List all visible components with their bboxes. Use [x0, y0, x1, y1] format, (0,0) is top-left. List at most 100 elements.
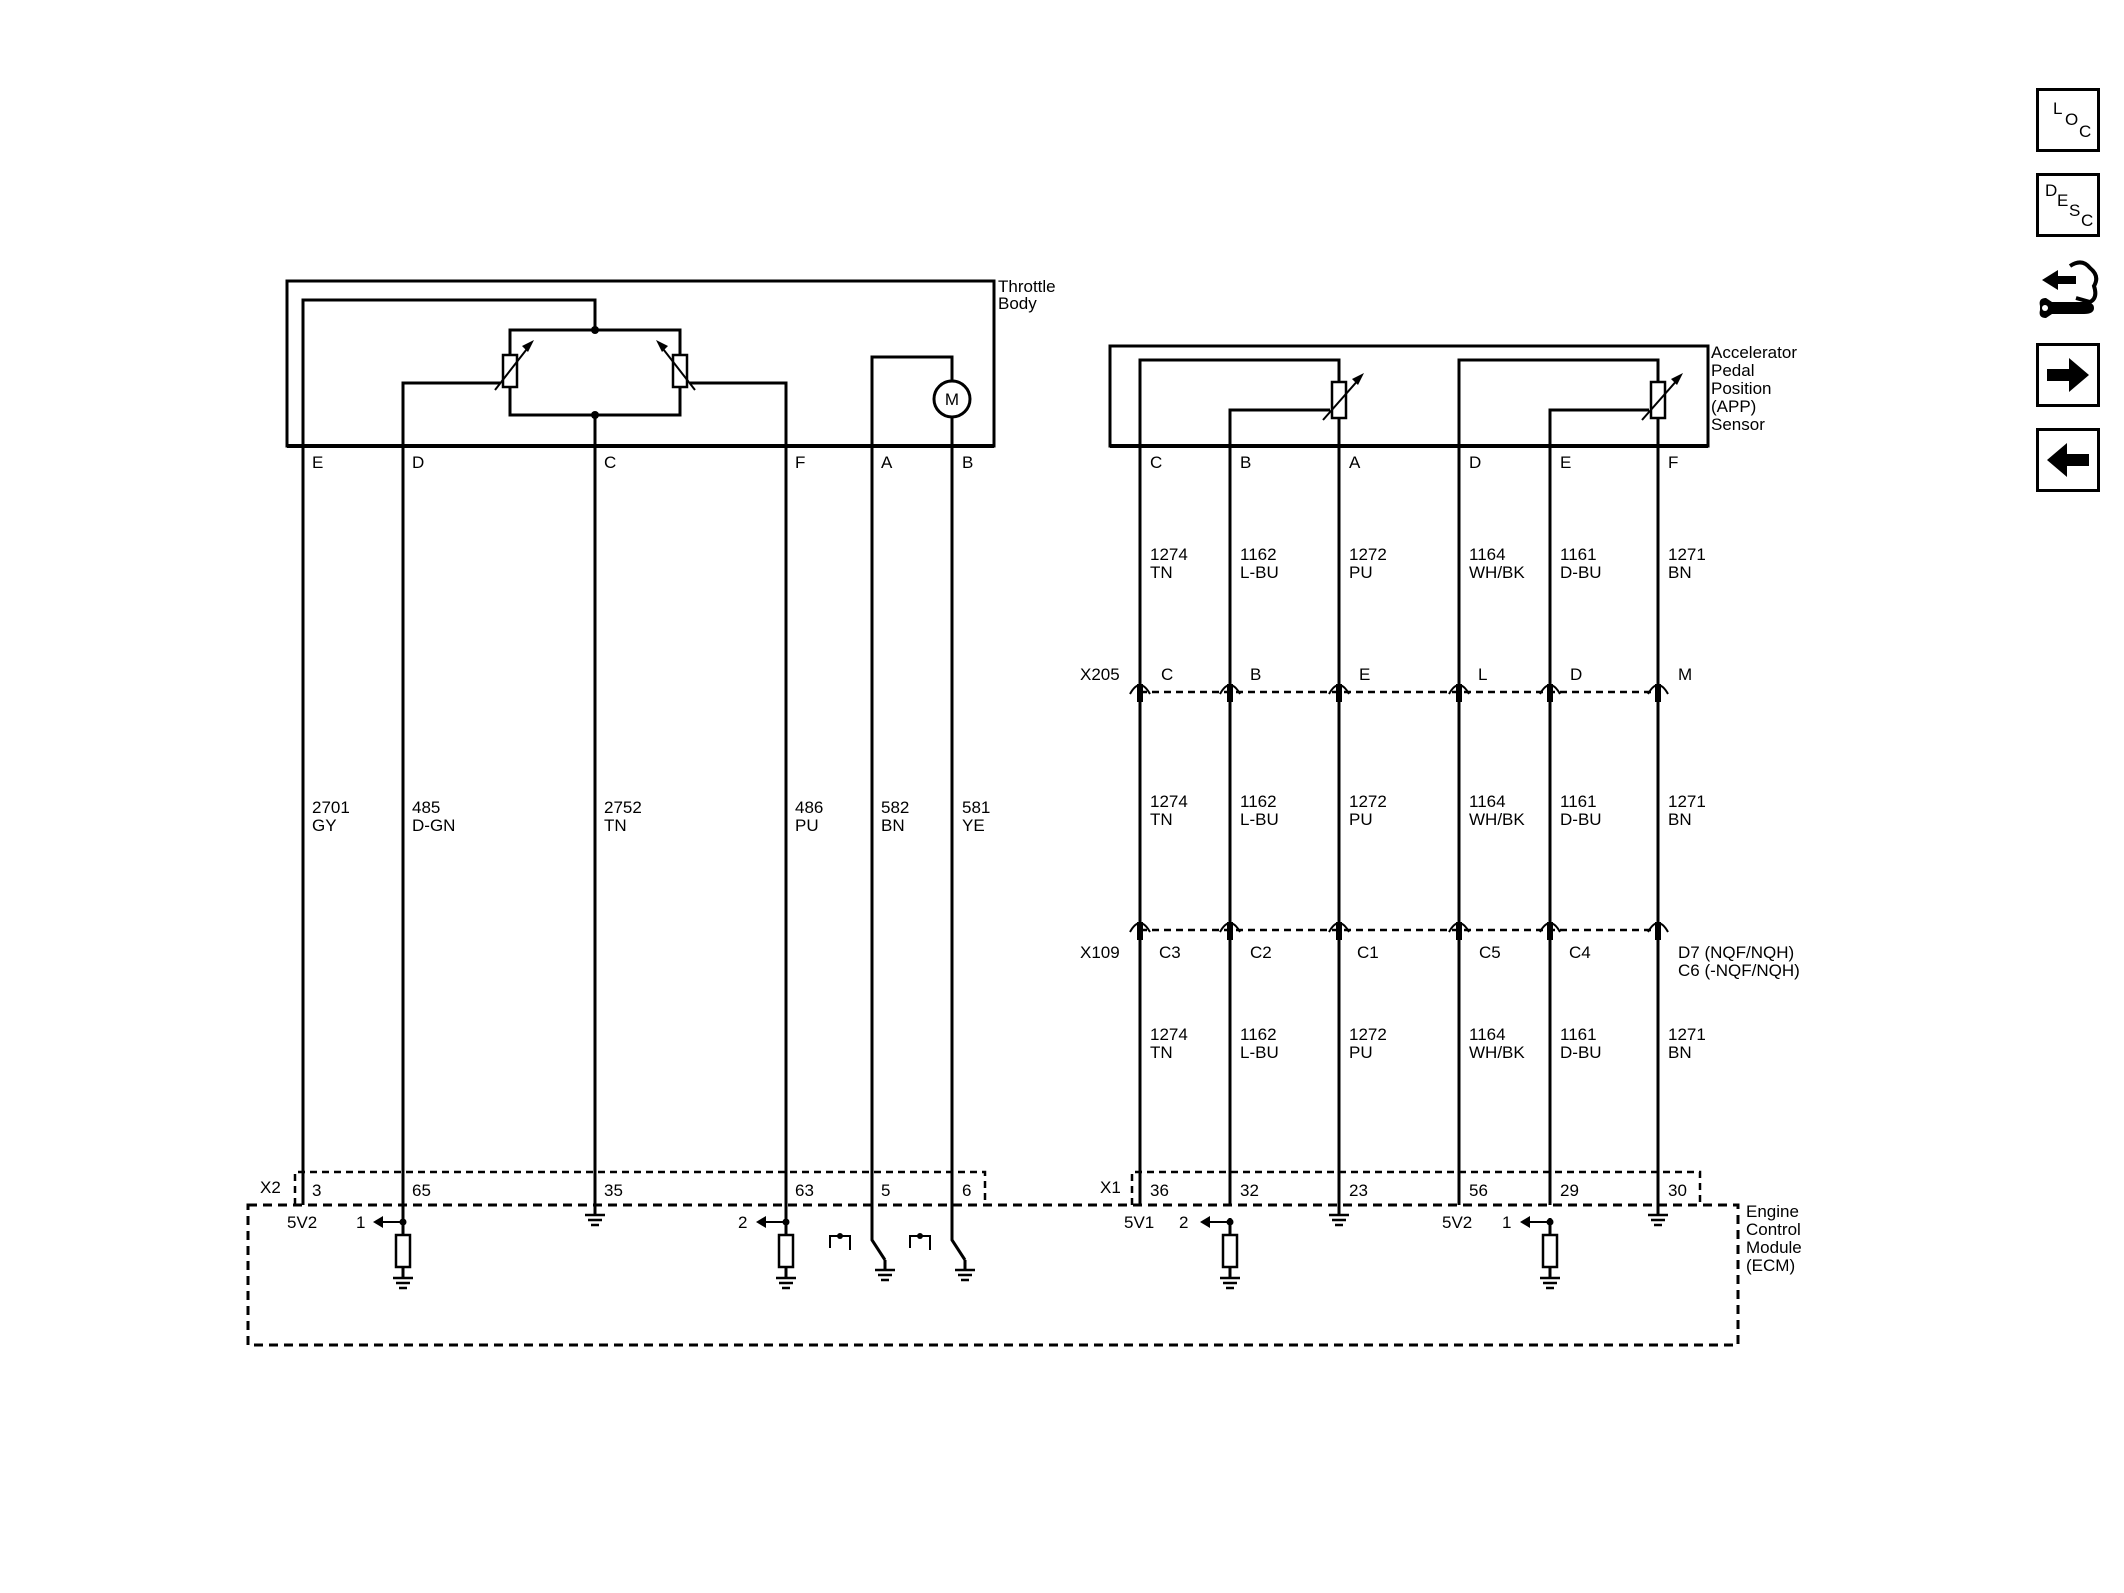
- throttle-5v-internal: [301, 298, 597, 446]
- ecm-sig2-label-app: 2: [1179, 1213, 1188, 1232]
- x205-pin-b: B: [1250, 665, 1261, 684]
- description-button[interactable]: D E S C: [2036, 173, 2100, 237]
- app-pot2-icon: [1649, 380, 1667, 420]
- tb-wire-581: [950, 446, 967, 1261]
- location-button[interactable]: L O C: [2036, 88, 2100, 152]
- app-wire-num: 1164: [1469, 792, 1506, 811]
- tb-pin-b: B: [962, 453, 973, 472]
- app-pin-e: E: [1560, 453, 1571, 472]
- app-pin-f: F: [1668, 453, 1678, 472]
- tb-wire-num-1: 2701: [312, 798, 350, 817]
- app-wire-color: WH/BK: [1469, 810, 1525, 829]
- x205-pin-d: D: [1570, 665, 1582, 684]
- x1-pin-32: 32: [1240, 1181, 1259, 1200]
- app-wire-num: 1272: [1349, 792, 1387, 811]
- signal-arrow-icon: [756, 1216, 766, 1228]
- app1-5v-internal: [1138, 358, 1341, 446]
- app-wire-num: 1161: [1560, 545, 1597, 564]
- x205-pin-e: E: [1359, 665, 1370, 684]
- ecm-sig1-label-tb: 1: [356, 1213, 365, 1232]
- x2-label: X2: [260, 1178, 281, 1197]
- app-wire-num: 1272: [1349, 1025, 1387, 1044]
- app-wire-num: 1271: [1668, 1025, 1706, 1044]
- ecm-box: [246, 1203, 1740, 1347]
- app-wire-color: PU: [1349, 563, 1373, 582]
- x1-pin-29: 29: [1560, 1181, 1579, 1200]
- svg-text:D: D: [2045, 181, 2057, 200]
- app-wire-color: D-BU: [1560, 1043, 1602, 1062]
- app-wire-color: L-BU: [1240, 1043, 1279, 1062]
- x2-header: [293, 1170, 987, 1205]
- tb-wire-num-6: 581: [962, 798, 990, 817]
- app-wire-num: 1164: [1469, 1025, 1506, 1044]
- throttle-body-title-line2: Body: [998, 294, 1037, 313]
- arrow-left-icon: [2047, 443, 2089, 477]
- x2-pin-63: 63: [795, 1181, 814, 1200]
- tb-wire-color-1: GY: [312, 816, 337, 835]
- tb-wire-color-3: TN: [604, 816, 627, 835]
- x109-pin-c3: C3: [1159, 943, 1181, 962]
- ecm-5v2-label-tb: 5V2: [287, 1213, 317, 1232]
- connector-tools-button[interactable]: [2036, 258, 2104, 326]
- x205-pin-c: C: [1161, 665, 1173, 684]
- app1-wiper: [1228, 408, 1330, 446]
- x109-pin-d7: D7 (NQF/NQH): [1678, 943, 1794, 962]
- resistor-icon: [394, 1233, 412, 1269]
- app-wire-num: 1274: [1150, 545, 1188, 564]
- throttle-motor-lead: [870, 355, 954, 446]
- tb-wire-color-6: YE: [962, 816, 985, 835]
- connector-tools-icon: [2039, 260, 2099, 318]
- x1-pin-23: 23: [1349, 1181, 1368, 1200]
- motor-label: M: [945, 390, 959, 409]
- x1-label: X1: [1100, 1178, 1121, 1197]
- app-wire-color: BN: [1668, 810, 1692, 829]
- loc-icon: L O C: [2053, 99, 2091, 141]
- app2-wiper: [1548, 408, 1649, 446]
- app-wire-num: 1274: [1150, 1025, 1188, 1044]
- ecm-5v2-label-app: 5V2: [1442, 1213, 1472, 1232]
- arrow-right-icon: [2047, 358, 2089, 392]
- app-wire-labels: 1274TN1162L-BU1272PU1164WH/BK1161D-BU127…: [1150, 545, 1706, 1062]
- app-wire-color: TN: [1150, 810, 1173, 829]
- previous-button[interactable]: [2036, 428, 2100, 492]
- svg-text:C: C: [2081, 211, 2093, 230]
- ecm-5v1-label: 5V1: [1124, 1213, 1154, 1232]
- ecm-title-line2: Control: [1746, 1220, 1801, 1239]
- next-button[interactable]: [2036, 343, 2100, 407]
- tb-wire-582: [870, 446, 887, 1261]
- app-wire-color: PU: [1349, 1043, 1373, 1062]
- x109-pin-c4: C4: [1569, 943, 1591, 962]
- x2-pin-6: 6: [962, 1181, 971, 1200]
- x205-pin-m: M: [1678, 665, 1692, 684]
- svg-text:E: E: [2057, 191, 2068, 210]
- ecm-internal-circuits: [373, 1205, 1668, 1290]
- svg-text:C: C: [2079, 122, 2091, 141]
- tb-wire-num-3: 2752: [604, 798, 642, 817]
- app-pin-d: D: [1469, 453, 1481, 472]
- ecm-title-line4: (ECM): [1746, 1256, 1795, 1275]
- x109-pin-c2: C2: [1250, 943, 1272, 962]
- tb-pin-c: C: [604, 453, 616, 472]
- desc-icon: D E S C: [2045, 181, 2093, 230]
- x1-pin-30: 30: [1668, 1181, 1687, 1200]
- ecm-sig1-label-app: 1: [1502, 1213, 1511, 1232]
- throttle-sensor1-wiper: [401, 381, 500, 446]
- throttle-pot-bridge: [508, 328, 682, 390]
- tb-wire-color-4: PU: [795, 816, 819, 835]
- app-wire-color: L-BU: [1240, 810, 1279, 829]
- svg-text:S: S: [2069, 201, 2080, 220]
- resistor-icon: [1221, 1233, 1239, 1269]
- app-wire-num: 1161: [1560, 792, 1597, 811]
- app-wire-num: 1161: [1560, 1025, 1597, 1044]
- tb-wire-num-4: 486: [795, 798, 823, 817]
- resistor-icon: [777, 1233, 795, 1269]
- app2-5v-internal: [1457, 358, 1660, 446]
- x109-pin-c6: C6 (-NQF/NQH): [1678, 961, 1800, 980]
- app-pin-a: A: [1349, 453, 1361, 472]
- app-wire-color: D-BU: [1560, 810, 1602, 829]
- app-pot1-icon: [1330, 380, 1348, 420]
- app-wire-num: 1164: [1469, 545, 1506, 564]
- x1-pin-56: 56: [1469, 1181, 1488, 1200]
- x205-pin-l: L: [1478, 665, 1487, 684]
